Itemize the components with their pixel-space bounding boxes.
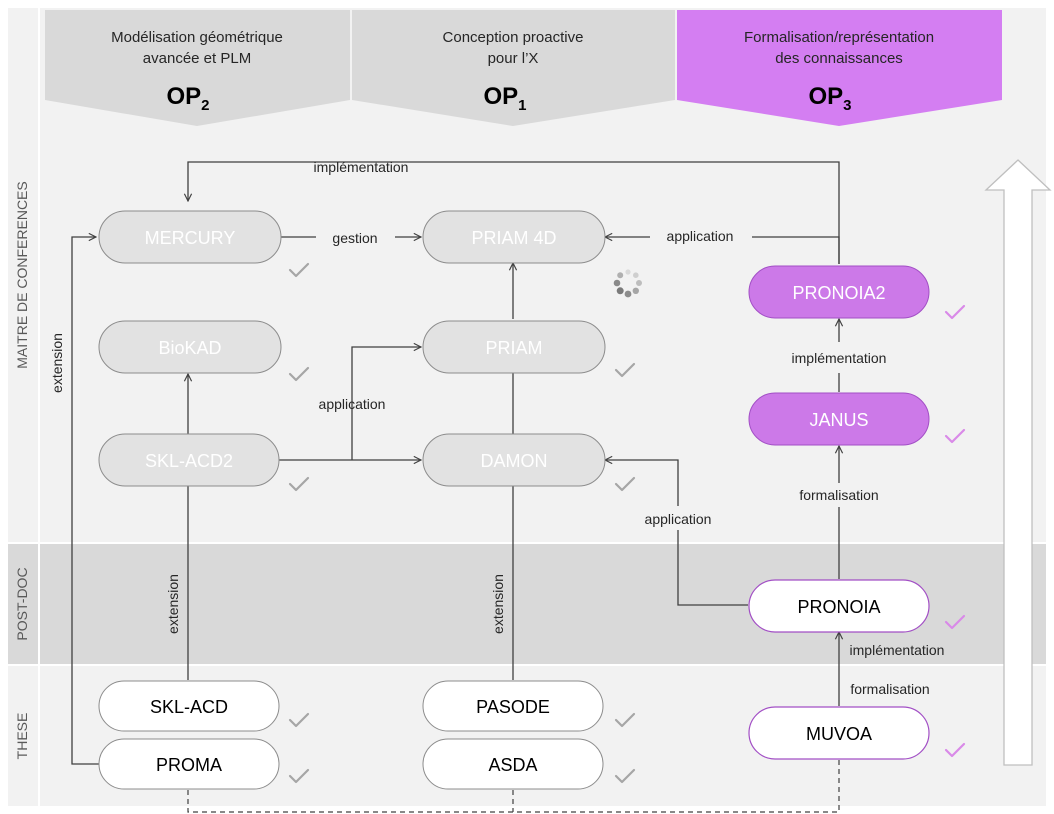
column-title-line1: Formalisation/représentation	[744, 29, 934, 46]
edge-sklacd2-priam	[351, 347, 421, 460]
check-icon	[614, 362, 636, 378]
node-label: MERCURY	[145, 228, 236, 248]
edge-label-application-top: application	[667, 228, 734, 244]
column-title-line1: Modélisation géométrique	[111, 29, 283, 46]
row-label-band-maitre	[8, 8, 38, 542]
row-label-band-postdoc	[8, 544, 38, 664]
check-icon	[614, 712, 636, 728]
check-icon	[288, 476, 310, 492]
edge-label-application-mid: application	[319, 396, 386, 412]
node-label: PRONOIA	[797, 597, 880, 617]
node-proma[interactable]: PROMA	[98, 738, 280, 790]
node-label: PASODE	[476, 697, 550, 717]
node-sklacd2[interactable]: SKL-ACD2	[98, 433, 280, 487]
check-icon	[944, 428, 966, 444]
check-icon	[288, 366, 310, 382]
node-priam4d[interactable]: PRIAM 4D	[422, 210, 606, 264]
column-header-op2	[45, 10, 350, 126]
node-priam[interactable]: PRIAM	[422, 320, 606, 374]
edge-pronoia-damon-b	[605, 460, 679, 506]
node-label: ASDA	[488, 755, 537, 775]
row-label-band-these	[8, 666, 38, 806]
edge-label-top-implementation: implémentation	[314, 159, 409, 175]
check-icon	[944, 304, 966, 320]
column-header-op3	[677, 10, 1002, 126]
edge-label-application-low: application	[645, 511, 712, 527]
row-label-postdoc: POST-DOC	[14, 567, 30, 640]
check-icon	[944, 742, 966, 758]
op-label: OP1	[483, 83, 526, 114]
node-label: PROMA	[156, 755, 222, 775]
edges	[71, 161, 840, 765]
row-label-maitre: MAITRE DE CONFERENCES	[14, 181, 30, 368]
check-icon	[288, 768, 310, 784]
node-label: PRONOIA2	[792, 283, 885, 303]
timeline-arrow-icon	[984, 159, 1052, 766]
edge-app-top-a	[752, 236, 840, 264]
node-label: MUVOA	[806, 724, 872, 744]
node-label: SKL-ACD2	[145, 451, 233, 471]
op-label: OP2	[166, 83, 209, 114]
node-damon[interactable]: DAMON	[422, 433, 606, 487]
node-mercury[interactable]: MERCURY	[98, 210, 282, 264]
node-pasode[interactable]: PASODE	[422, 680, 604, 732]
op-label: OP3	[808, 83, 851, 114]
node-sklacd[interactable]: SKL-ACD	[98, 680, 280, 732]
node-label: PRIAM 4D	[471, 228, 556, 248]
check-icon	[614, 768, 636, 784]
node-pronoia[interactable]: PRONOIA	[748, 579, 930, 633]
edge-label-implementation-bottom: implémentation	[850, 642, 945, 658]
node-janus[interactable]: JANUS	[748, 392, 930, 446]
column-title-line2: avancée et PLM	[143, 50, 251, 67]
column-title-line2: pour l’X	[488, 50, 539, 67]
column-header-op1	[352, 10, 675, 126]
node-pronoia2[interactable]: PRONOIA2	[748, 265, 930, 319]
edge-label-formalisation-bottom: formalisation	[850, 681, 929, 697]
edge-label-implementation-right: implémentation	[792, 350, 887, 366]
edge-label-extension-left: extension	[49, 333, 65, 393]
edge-extension-left	[71, 237, 99, 765]
check-icon	[614, 476, 636, 492]
edge-label-formalisation-right: formalisation	[799, 487, 878, 503]
check-icon	[944, 614, 966, 630]
edge-label-gestion: gestion	[332, 230, 377, 246]
column-title-line2: des connaissances	[775, 50, 903, 67]
node-label: SKL-ACD	[150, 697, 228, 717]
node-label: PRIAM	[485, 338, 542, 358]
row-label-these: THESE	[14, 713, 30, 760]
check-marks	[288, 262, 966, 784]
loading-spinner-icon	[613, 269, 642, 298]
edge-label-extension-damon: extension	[490, 574, 506, 634]
check-icon	[288, 262, 310, 278]
node-label: BioKAD	[158, 338, 221, 358]
node-label: JANUS	[809, 410, 868, 430]
node-biokad[interactable]: BioKAD	[98, 320, 282, 374]
edge-label-extension-skl: extension	[165, 574, 181, 634]
node-muvoa[interactable]: MUVOA	[748, 706, 930, 760]
check-icon	[288, 712, 310, 728]
node-label: DAMON	[481, 451, 548, 471]
column-title-line1: Conception proactive	[443, 29, 584, 46]
dashed-connector	[187, 760, 840, 813]
edge-pronoia-damon-a	[677, 530, 748, 606]
edge-top-implementation	[188, 161, 840, 264]
node-asda[interactable]: ASDA	[422, 738, 604, 790]
